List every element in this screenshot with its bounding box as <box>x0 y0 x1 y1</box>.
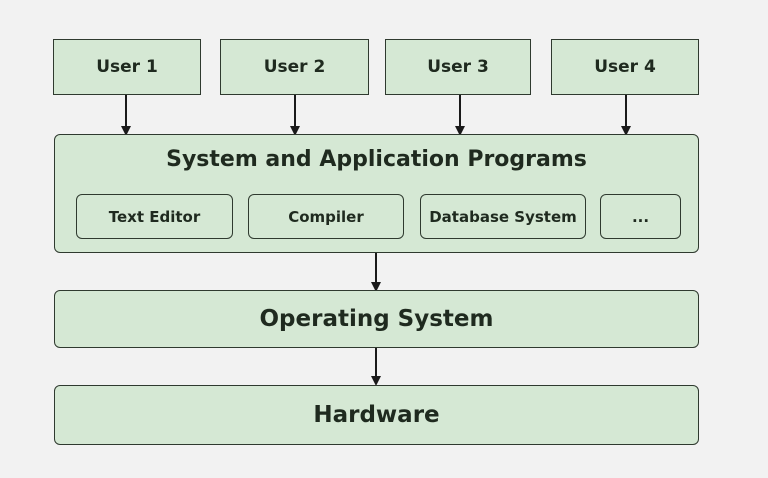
program-database-system-label: Database System <box>429 207 577 226</box>
program-compiler-label: Compiler <box>288 207 364 226</box>
user-2-label: User 2 <box>263 57 326 77</box>
user-3-label: User 3 <box>427 57 489 77</box>
hardware-label: Hardware <box>313 402 440 428</box>
user-4-label: User 4 <box>594 57 656 77</box>
operating-system-layer: Operating System <box>54 290 699 348</box>
program-database-system: Database System <box>420 194 586 239</box>
operating-system-label: Operating System <box>259 306 494 332</box>
program-text-editor-label: Text Editor <box>108 207 201 226</box>
user-1-box: User 1 <box>53 39 201 95</box>
programs-title: System and Application Programs <box>166 147 587 172</box>
program-more-label: ... <box>631 207 650 226</box>
hardware-layer: Hardware <box>54 385 699 445</box>
program-more: ... <box>600 194 681 239</box>
user-4-box: User 4 <box>551 39 699 95</box>
user-3-box: User 3 <box>385 39 531 95</box>
user-2-box: User 2 <box>220 39 369 95</box>
program-text-editor: Text Editor <box>76 194 233 239</box>
program-compiler: Compiler <box>248 194 404 239</box>
user-1-label: User 1 <box>96 57 158 77</box>
